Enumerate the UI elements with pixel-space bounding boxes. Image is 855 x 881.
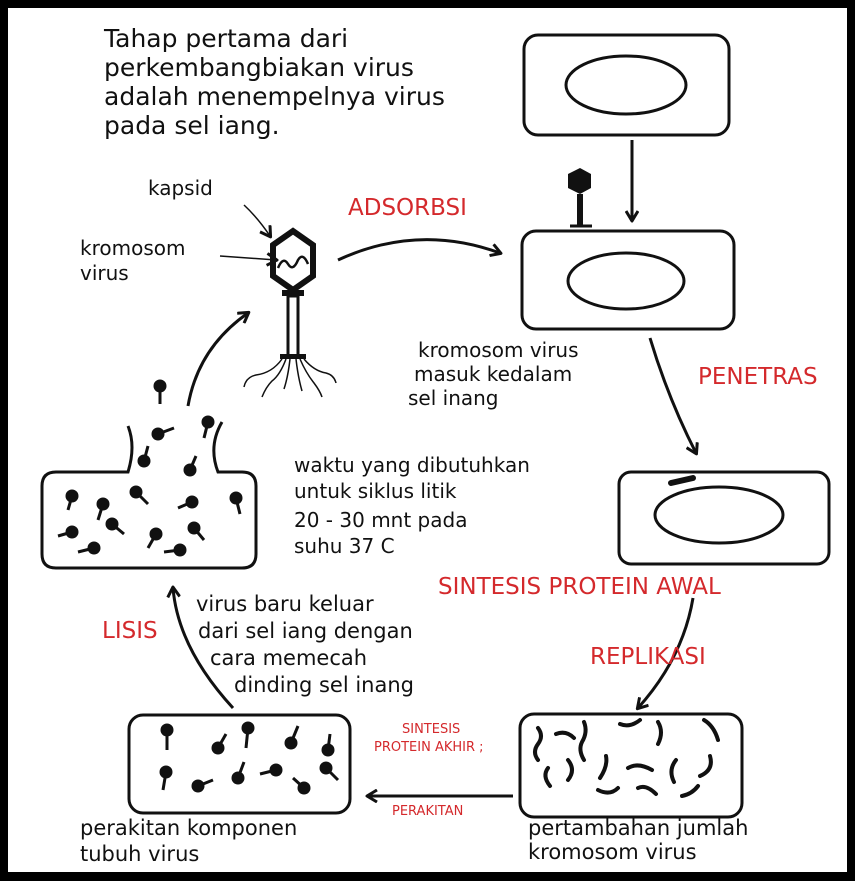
stage-sintesis-akhir-2: PROTEIN AKHIR ; [374,740,484,755]
waktu-line-1: waktu yang dibutuhkan [294,453,530,477]
stage-sintesis-awal: SINTESIS PROTEIN AWAL [438,574,721,600]
diagram-canvas: Tahap pertama dari perkembangbiakan viru… [8,8,847,872]
lysing-cell [42,381,256,568]
bacteriophage-icon [244,231,336,397]
kromosom-label-1: kromosom [80,236,185,260]
host-cell-4 [520,714,742,817]
host-cell-3 [619,472,829,564]
pertambahan-line-1: pertambahan jumlah [528,816,748,840]
kapsid-pointer [244,205,270,236]
host-cell-5 [129,715,350,813]
perakitan-line-1: perakitan komponen [80,816,297,840]
stage-lisis: LISIS [102,618,158,644]
kapsid-label: kapsid [148,176,213,200]
attached-phage-icon [568,168,592,226]
kromosom-pointer [220,256,276,260]
masuk-line-3: sel inang [408,386,499,410]
keluar-line-4: dinding sel inang [234,673,414,697]
waktu-line-3: 20 - 30 mnt pada [294,508,467,532]
adsorbsi-arrow [338,240,500,260]
host-cell-1 [524,35,729,135]
keluar-line-2: dari sel iang dengan [198,619,413,643]
kromosom-label-2: virus [80,261,129,285]
penetras-arrow [650,338,696,453]
keluar-line-1: virus baru keluar [196,592,374,616]
masuk-line-1: kromosom virus [418,338,579,362]
waktu-line-4: suhu 37 C [294,534,395,558]
host-cell-2 [522,231,734,329]
stage-perakitan: PERAKITAN [392,804,463,819]
masuk-line-2: masuk kedalam [414,362,572,386]
perakitan-line-2: tubuh virus [80,842,199,866]
stage-replikasi: REPLIKASI [590,644,706,670]
intro-line-2: perkembangbiakan virus [104,53,414,82]
intro-line-4: pada sel iang. [104,111,280,140]
release-arrow [188,313,248,406]
intro-line-1: Tahap pertama dari [104,24,348,53]
stage-sintesis-akhir-1: SINTESIS [402,722,460,737]
pertambahan-line-2: kromosom virus [528,840,697,864]
stage-adsorbsi: ADSORBSI [348,195,467,221]
stage-penetras: PENETRAS [698,364,818,390]
intro-line-3: adalah menempelnya virus [104,82,445,111]
keluar-line-3: cara memecah [210,646,367,670]
waktu-line-2: untuk siklus litik [294,479,456,503]
